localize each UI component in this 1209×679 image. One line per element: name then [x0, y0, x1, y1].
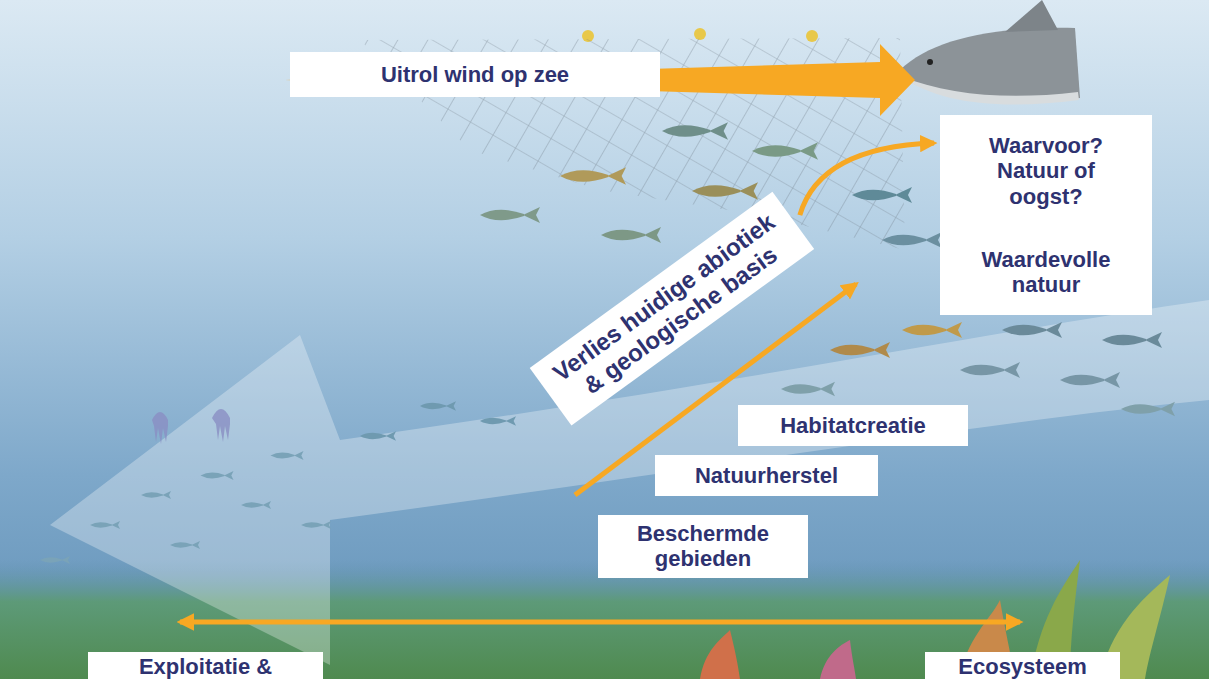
- shark: [896, 0, 1080, 105]
- scale-end-box: Ecosysteem: [925, 652, 1120, 679]
- shark-eye: [927, 59, 933, 65]
- box-text: Habitatcreatie: [748, 413, 958, 438]
- jellyfish: [152, 409, 230, 444]
- orange-connector: [180, 620, 1020, 625]
- fish: [830, 342, 890, 358]
- buoy: [694, 28, 706, 40]
- shark-fin: [1005, 0, 1058, 32]
- fish: [480, 416, 516, 426]
- scale-end-box: Exploitatie &: [88, 652, 323, 679]
- fish: [141, 491, 171, 499]
- orange-connector: [800, 143, 934, 215]
- jellyfish: [212, 409, 230, 442]
- box-text: Waarvoor? Natuur of oogst?: [958, 133, 1134, 209]
- box-text: Beschermde gebieden: [608, 521, 798, 572]
- question-box: Waarvoor? Natuur of oogst? Waardevolle na…: [940, 115, 1152, 315]
- shark-body: [896, 28, 1080, 103]
- fish: [170, 541, 200, 549]
- fish: [201, 471, 234, 480]
- box-text: Ecosysteem: [935, 654, 1110, 679]
- fish: [662, 122, 728, 140]
- fish: [752, 142, 818, 160]
- fish: [560, 167, 626, 185]
- step-box: Natuurherstel: [655, 455, 878, 496]
- fish: [480, 207, 540, 223]
- fish: [902, 322, 962, 338]
- coral: [700, 630, 740, 679]
- fish: [301, 521, 331, 529]
- rotated-label-box: Verlies huidige abiotiek & geologische b…: [530, 191, 815, 425]
- fish: [781, 382, 835, 396]
- fish: [90, 521, 120, 529]
- fish: [1121, 402, 1175, 416]
- fish: [360, 431, 396, 441]
- shark-belly: [900, 76, 1079, 105]
- step-box: Beschermde gebieden: [598, 515, 808, 578]
- fish: [1002, 322, 1062, 338]
- jellyfish: [152, 412, 168, 444]
- box-text: Verlies huidige abiotiek & geologische b…: [543, 203, 802, 412]
- fish: [692, 182, 758, 200]
- fish: [420, 401, 456, 411]
- fish: [271, 451, 304, 460]
- fish: [852, 187, 912, 203]
- wind-rollout-arrow: [285, 44, 915, 116]
- box-subtext: Waardevolle natuur: [958, 247, 1134, 298]
- fish: [40, 556, 70, 564]
- fish: [601, 227, 661, 243]
- step-box: Habitatcreatie: [738, 405, 968, 446]
- fish: [1102, 332, 1162, 348]
- fish: [1060, 372, 1120, 388]
- fish: [882, 232, 942, 248]
- coral: [820, 640, 856, 679]
- fish: [960, 362, 1020, 378]
- title-arrow-box: Uitrol wind op zee: [290, 52, 660, 97]
- fish: [241, 501, 271, 509]
- box-text: Uitrol wind op zee: [302, 62, 648, 87]
- box-text: Natuurherstel: [665, 463, 868, 488]
- box-text: Exploitatie &: [98, 654, 313, 679]
